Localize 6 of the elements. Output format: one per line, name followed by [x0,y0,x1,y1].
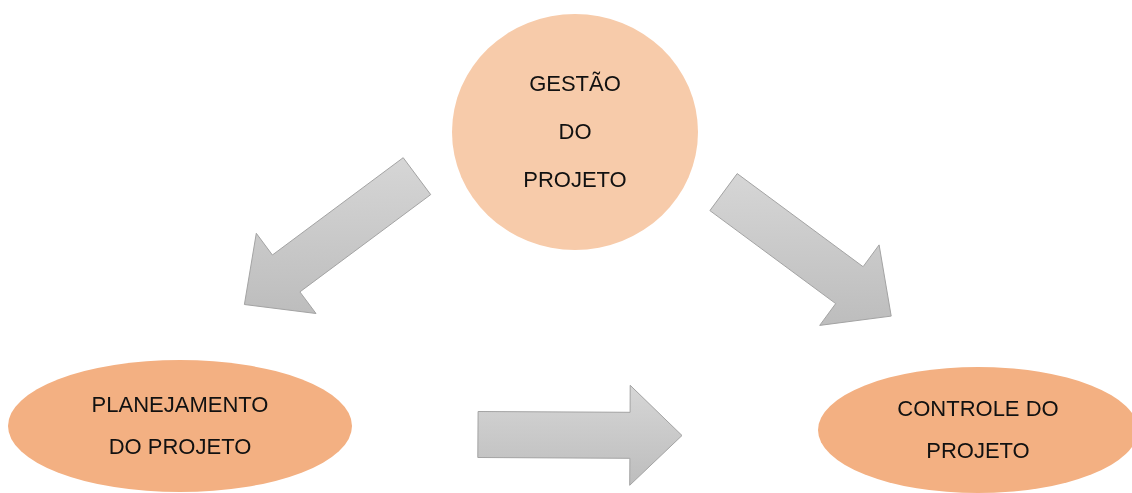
block-arrow [243,157,432,314]
node-label: CONTROLE DO PROJETO [896,395,1060,465]
node-label: PLANEJAMENTO DO PROJETO [90,391,270,461]
block-arrow [477,384,683,486]
node-label: GESTÃO DO PROJETO [522,70,628,194]
block-arrow [709,173,892,326]
